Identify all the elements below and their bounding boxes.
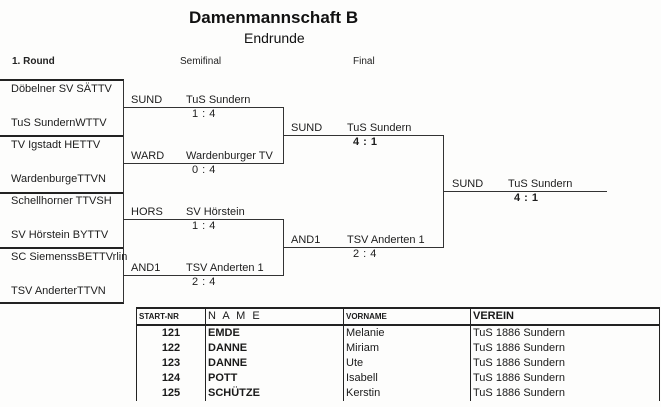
semifinal-code: AND1 [131, 262, 161, 274]
team-roster-table: START-NR N A M E VORNAME VEREIN 121 EMDE… [136, 307, 660, 401]
page-title: Damenmannschaft B [189, 8, 359, 27]
bracket-line [444, 191, 607, 192]
final-team: TSV Anderten 1 [347, 234, 425, 246]
round-label-first: 1. Round [12, 56, 55, 67]
bracket-line [0, 302, 124, 304]
semifinal-score: 0 : 4 [192, 164, 216, 176]
round1-team: Schellhorner TTVSH [11, 195, 112, 207]
cell-name: POTT [205, 371, 344, 386]
semifinal-code: WARD [131, 150, 165, 162]
cell-verein: TuS 1886 Sundern [470, 341, 660, 356]
final-score: 4 : 1 [353, 136, 378, 148]
cell-startnr: 121 [136, 325, 206, 341]
cell-vorname: Melanie [343, 325, 471, 341]
round1-team: SC SiemenssBETTVrlin [11, 251, 128, 263]
table-row: 121 EMDE Melanie TuS 1886 Sundern [136, 325, 660, 341]
bracket-line [124, 275, 283, 276]
cell-startnr: 125 [136, 386, 206, 401]
final-code: AND1 [291, 234, 321, 246]
final-code: SUND [291, 122, 323, 134]
final-team: TuS Sundern [347, 122, 412, 134]
bracket-line [443, 135, 444, 248]
round1-team: SV Hörstein BYTTV [11, 229, 109, 241]
column-header-startnr: START-NR [136, 307, 206, 326]
semifinal-team: TSV Anderten 1 [186, 262, 264, 274]
bracket-line [124, 107, 283, 108]
bracket-line [124, 163, 283, 164]
cell-name: SCHÜTZE [205, 386, 344, 401]
page-subtitle: Endrunde [244, 30, 305, 46]
round1-team: TSV AnderterTTVN [11, 285, 106, 297]
cell-startnr: 123 [136, 356, 206, 371]
table-row: 122 DANNE Miriam TuS 1886 Sundern [136, 341, 660, 356]
cell-vorname: Isabell [343, 371, 471, 386]
table-row: 124 POTT Isabell TuS 1886 Sundern [136, 371, 660, 386]
round1-team: TuS SundernWTTV [11, 117, 107, 129]
cell-vorname: Kerstin [343, 386, 471, 401]
bracket-line [283, 107, 284, 164]
cell-startnr: 124 [136, 371, 206, 386]
winner-code: SUND [452, 178, 484, 190]
column-header-name: N A M E [205, 307, 344, 326]
semifinal-team: SV Hörstein [186, 206, 245, 218]
cell-startnr: 122 [136, 341, 206, 356]
round1-team: WardenburgeTTVN [11, 173, 106, 185]
cell-verein: TuS 1886 Sundern [470, 371, 660, 386]
round1-team: TV Igstadt HETTV [11, 139, 101, 151]
table-row: 123 DANNE Ute TuS 1886 Sundern [136, 356, 660, 371]
round-label-final: Final [353, 56, 375, 67]
bracket-line [0, 135, 124, 137]
semifinal-score: 1 : 4 [192, 220, 216, 232]
cell-name: DANNE [205, 356, 344, 371]
bracket-line [284, 135, 443, 136]
bracket-line [123, 80, 124, 303]
bracket-line [0, 79, 124, 81]
cell-name: DANNE [205, 341, 344, 356]
round1-team: Döbelner SV SÄTTV [11, 83, 112, 95]
table-row: 125 SCHÜTZE Kerstin TuS 1886 Sundern [136, 386, 660, 401]
bracket-line [284, 247, 443, 248]
semifinal-score: 2 : 4 [192, 276, 216, 288]
column-header-vorname: VORNAME [343, 307, 471, 326]
cell-name: EMDE [205, 325, 344, 341]
semifinal-team: TuS Sundern [186, 94, 251, 106]
table-header-row: START-NR N A M E VORNAME VEREIN [136, 307, 660, 326]
bracket-line [0, 247, 124, 249]
final-score: 2 : 4 [353, 248, 377, 260]
cell-vorname: Ute [343, 356, 471, 371]
round-label-semifinal: Semifinal [180, 56, 222, 67]
semifinal-code: SUND [131, 94, 163, 106]
cell-vorname: Miriam [343, 341, 471, 356]
winner-score: 4 : 1 [514, 192, 539, 204]
semifinal-code: HORS [131, 206, 163, 218]
bracket-line [124, 219, 283, 220]
semifinal-team: Wardenburger TV [186, 150, 273, 162]
cell-verein: TuS 1886 Sundern [470, 386, 660, 401]
bracket-line [283, 219, 284, 276]
bracket-line [0, 192, 124, 194]
cell-verein: TuS 1886 Sundern [470, 356, 660, 371]
cell-verein: TuS 1886 Sundern [470, 325, 660, 341]
column-header-verein: VEREIN [470, 307, 660, 326]
winner-team: TuS Sundern [508, 178, 573, 190]
semifinal-score: 1 : 4 [192, 108, 216, 120]
